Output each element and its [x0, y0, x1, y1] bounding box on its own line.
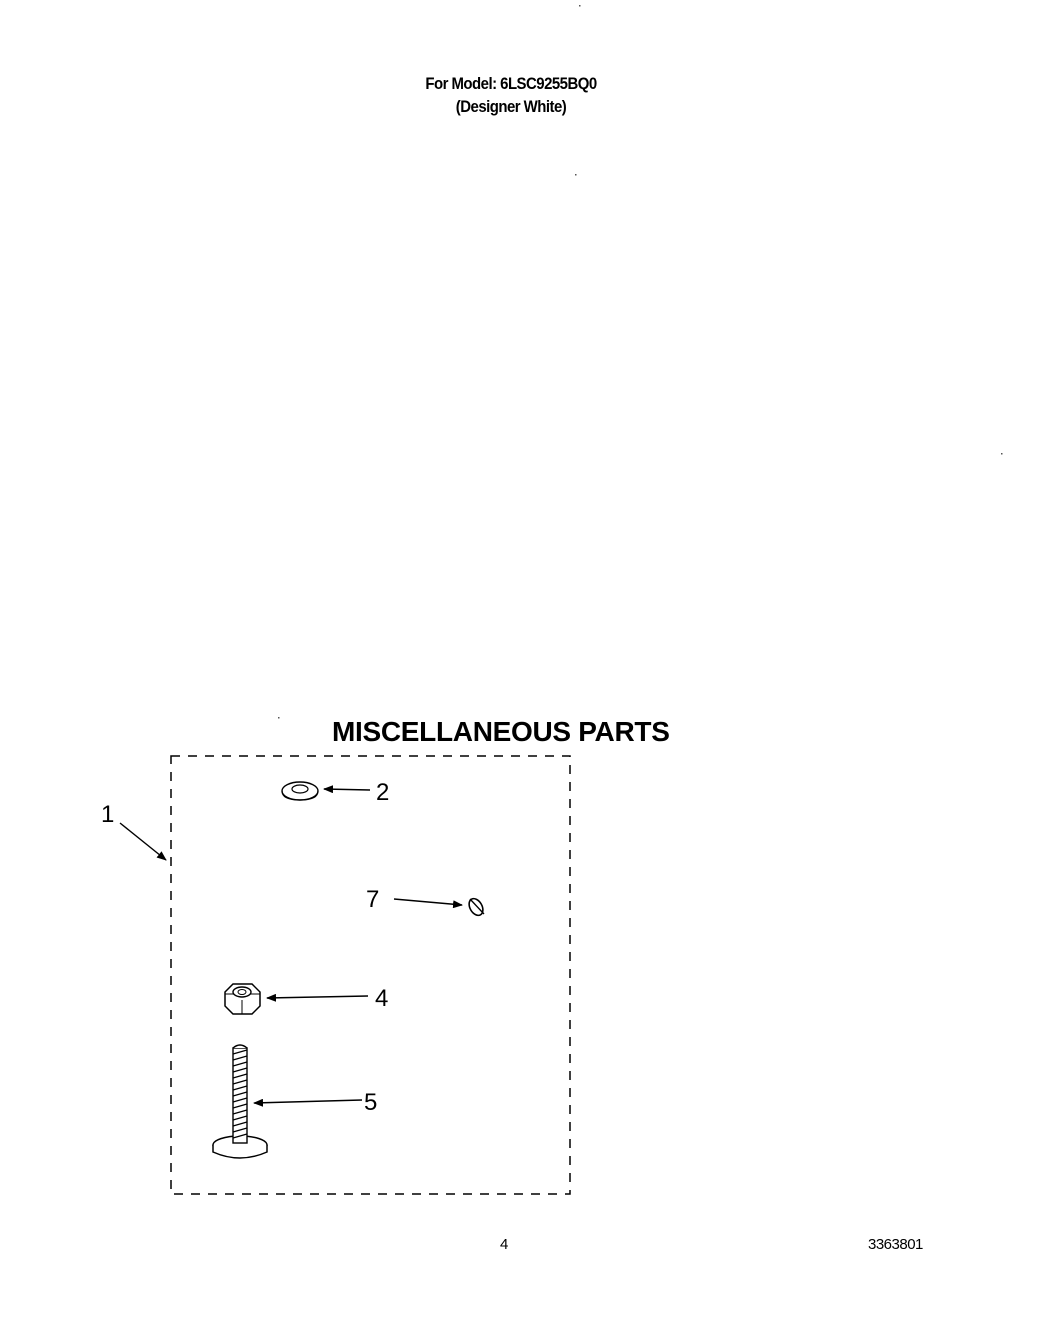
scan-specks: [278, 5, 1003, 719]
document-number: 3363801: [868, 1236, 923, 1253]
parts-group-boundary: [170, 755, 571, 1195]
washer-part: [281, 781, 319, 801]
callout-1-label: 1: [101, 801, 114, 828]
model-finish: (Designer White): [455, 97, 567, 116]
callout-7-leader: [393, 898, 463, 909]
callout-2-leader: [323, 785, 371, 794]
callout-2-label: 2: [376, 779, 389, 806]
clip-part: [468, 897, 485, 917]
hex-nut-part: [224, 983, 261, 1015]
callout-5-label: 5: [364, 1089, 377, 1116]
callout-7-label: 7: [366, 886, 379, 913]
model-title: For Model: 6LSC9255BQ0: [425, 74, 597, 93]
section-title: MISCELLANEOUS PARTS: [332, 716, 670, 747]
callout-1-leader: [119, 822, 167, 861]
callout-5-leader: [253, 1098, 363, 1107]
page-number: 4: [500, 1236, 508, 1253]
screw-part: [212, 1044, 268, 1159]
callout-4-label: 4: [375, 985, 388, 1012]
callout-4-leader: [266, 993, 369, 1002]
